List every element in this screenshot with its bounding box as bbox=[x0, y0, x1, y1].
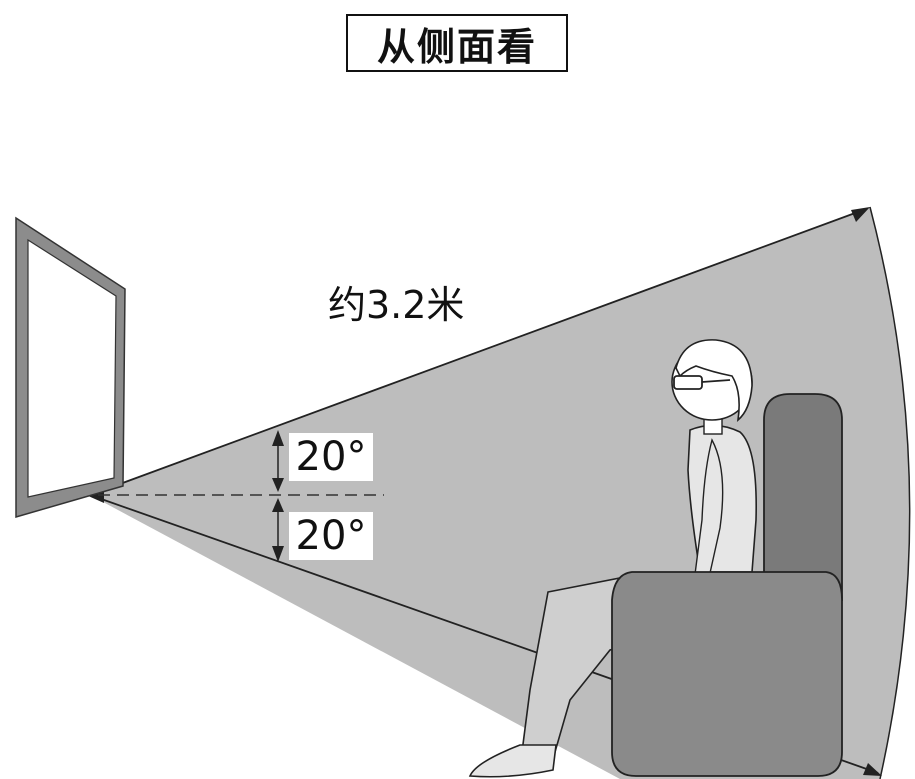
lower-angle-label: 20° bbox=[289, 512, 373, 560]
television-icon bbox=[15, 216, 126, 518]
glasses-icon bbox=[673, 375, 731, 390]
upper-angle-arrowhead-icon bbox=[272, 430, 284, 446]
page-title: 从侧面看 bbox=[346, 14, 568, 72]
upper-view-line bbox=[89, 208, 867, 496]
person-hair bbox=[675, 339, 753, 422]
viewing-arc bbox=[869, 206, 911, 779]
chair-seat bbox=[611, 571, 843, 777]
lower-angle-arrowhead-top-icon bbox=[272, 498, 284, 512]
lower-angle-arrowhead-icon bbox=[272, 546, 284, 562]
upper-angle-label: 20° bbox=[289, 433, 373, 481]
person-foot bbox=[468, 744, 557, 778]
upper-angle-arrowhead-bottom-icon bbox=[272, 478, 284, 492]
distance-label: 约3.2米 bbox=[328, 283, 465, 327]
lower-arrowhead-icon bbox=[863, 763, 882, 776]
chair-back bbox=[763, 393, 843, 601]
upper-arrowhead-icon bbox=[851, 207, 870, 222]
